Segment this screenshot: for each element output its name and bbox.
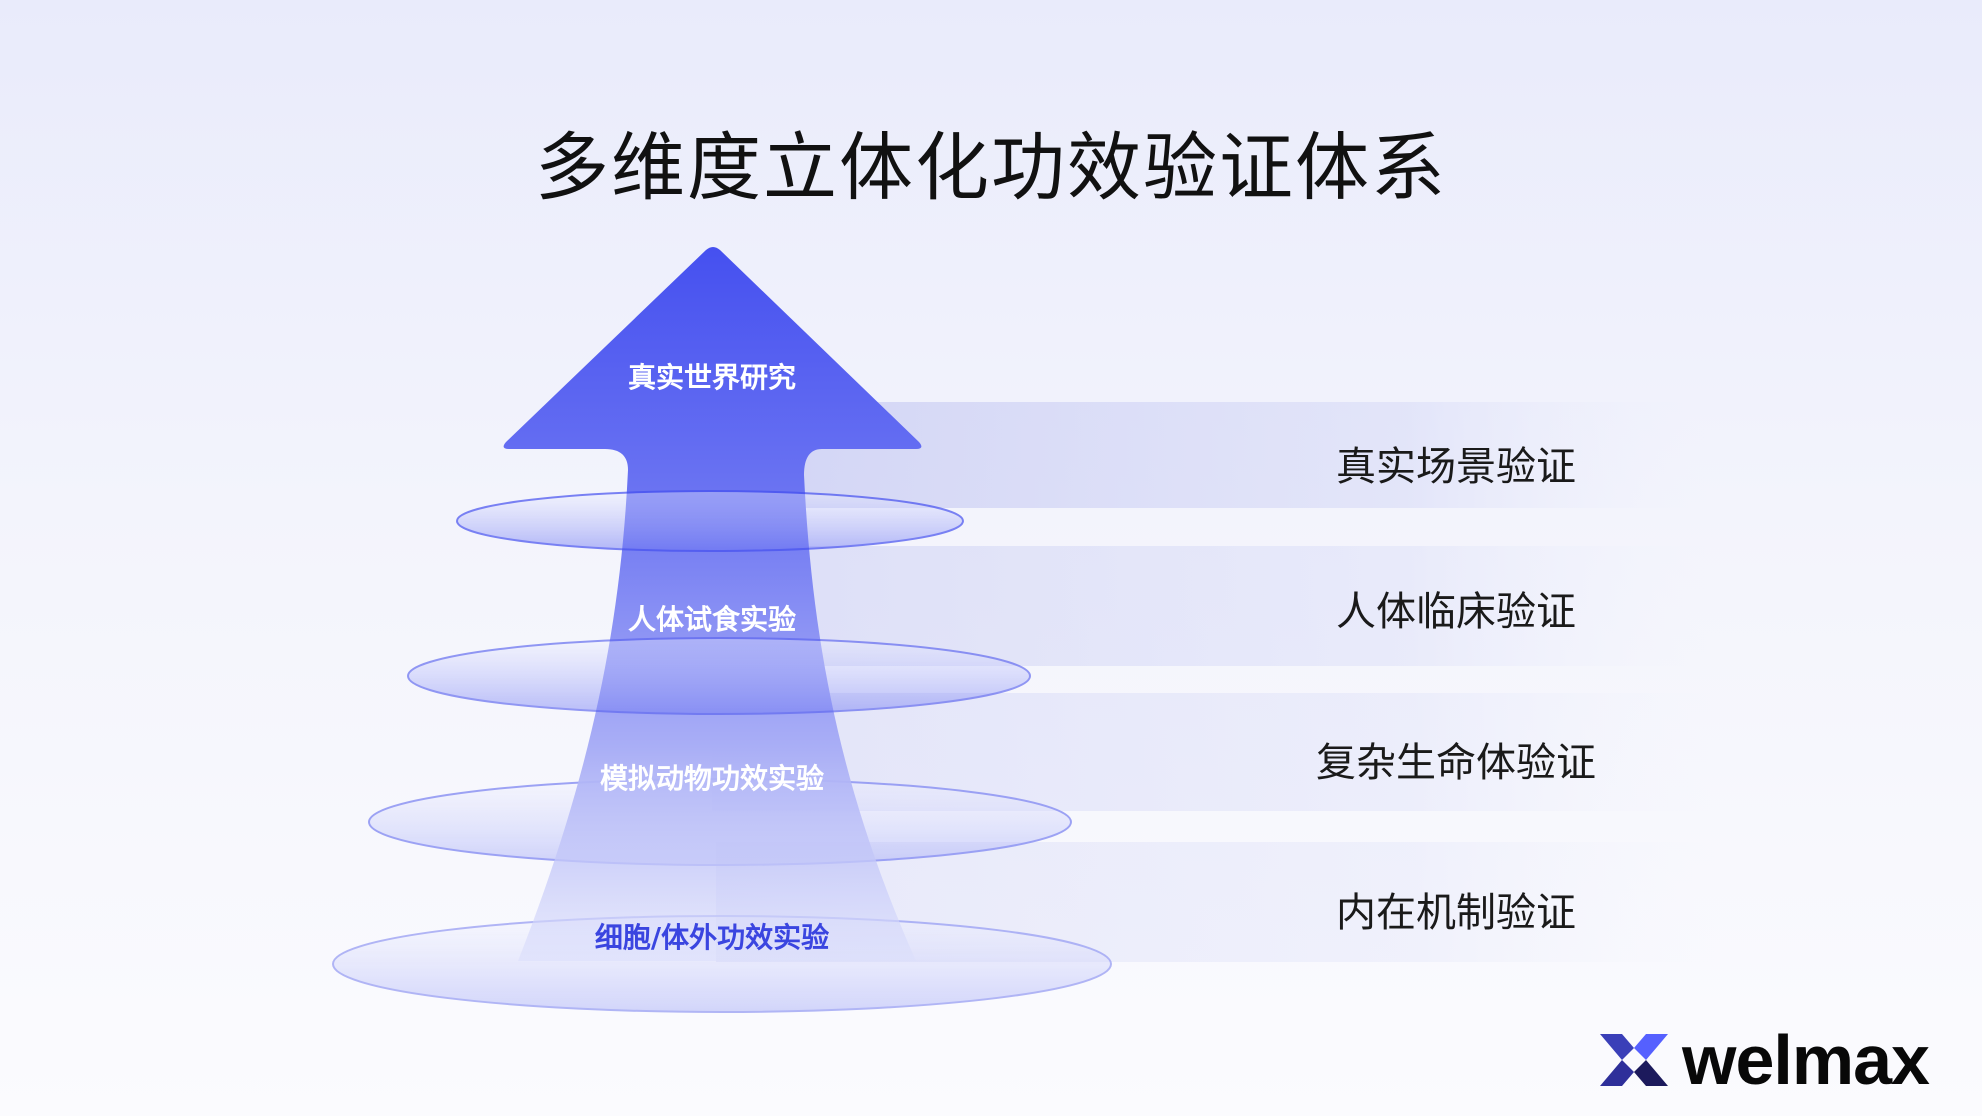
validation-label-3: 复杂生命体验证 xyxy=(1316,740,1596,786)
logo-text: welmax xyxy=(1682,1021,1930,1099)
validation-label-4: 内在机制验证 xyxy=(1336,890,1576,936)
welmax-logo: welmax xyxy=(1600,1021,1930,1099)
arrow-label-human-trial: 人体试食实验 xyxy=(627,603,796,636)
validation-label-2: 人体临床验证 xyxy=(1336,589,1576,635)
arrow-label-animal-trial: 模拟动物功效实验 xyxy=(599,762,824,795)
validation-label-1: 真实场景验证 xyxy=(1336,444,1576,490)
disc-1 xyxy=(456,490,964,552)
arrow-label-cell-trial: 细胞/体外功效实验 xyxy=(594,921,830,954)
arrow-label-real-world: 真实世界研究 xyxy=(627,361,796,394)
arrow-shaft xyxy=(503,247,922,961)
logo-mark-icon xyxy=(1600,1034,1668,1086)
page-title: 多维度立体化功效验证体系 xyxy=(535,125,1447,211)
disc-2 xyxy=(407,637,1031,715)
